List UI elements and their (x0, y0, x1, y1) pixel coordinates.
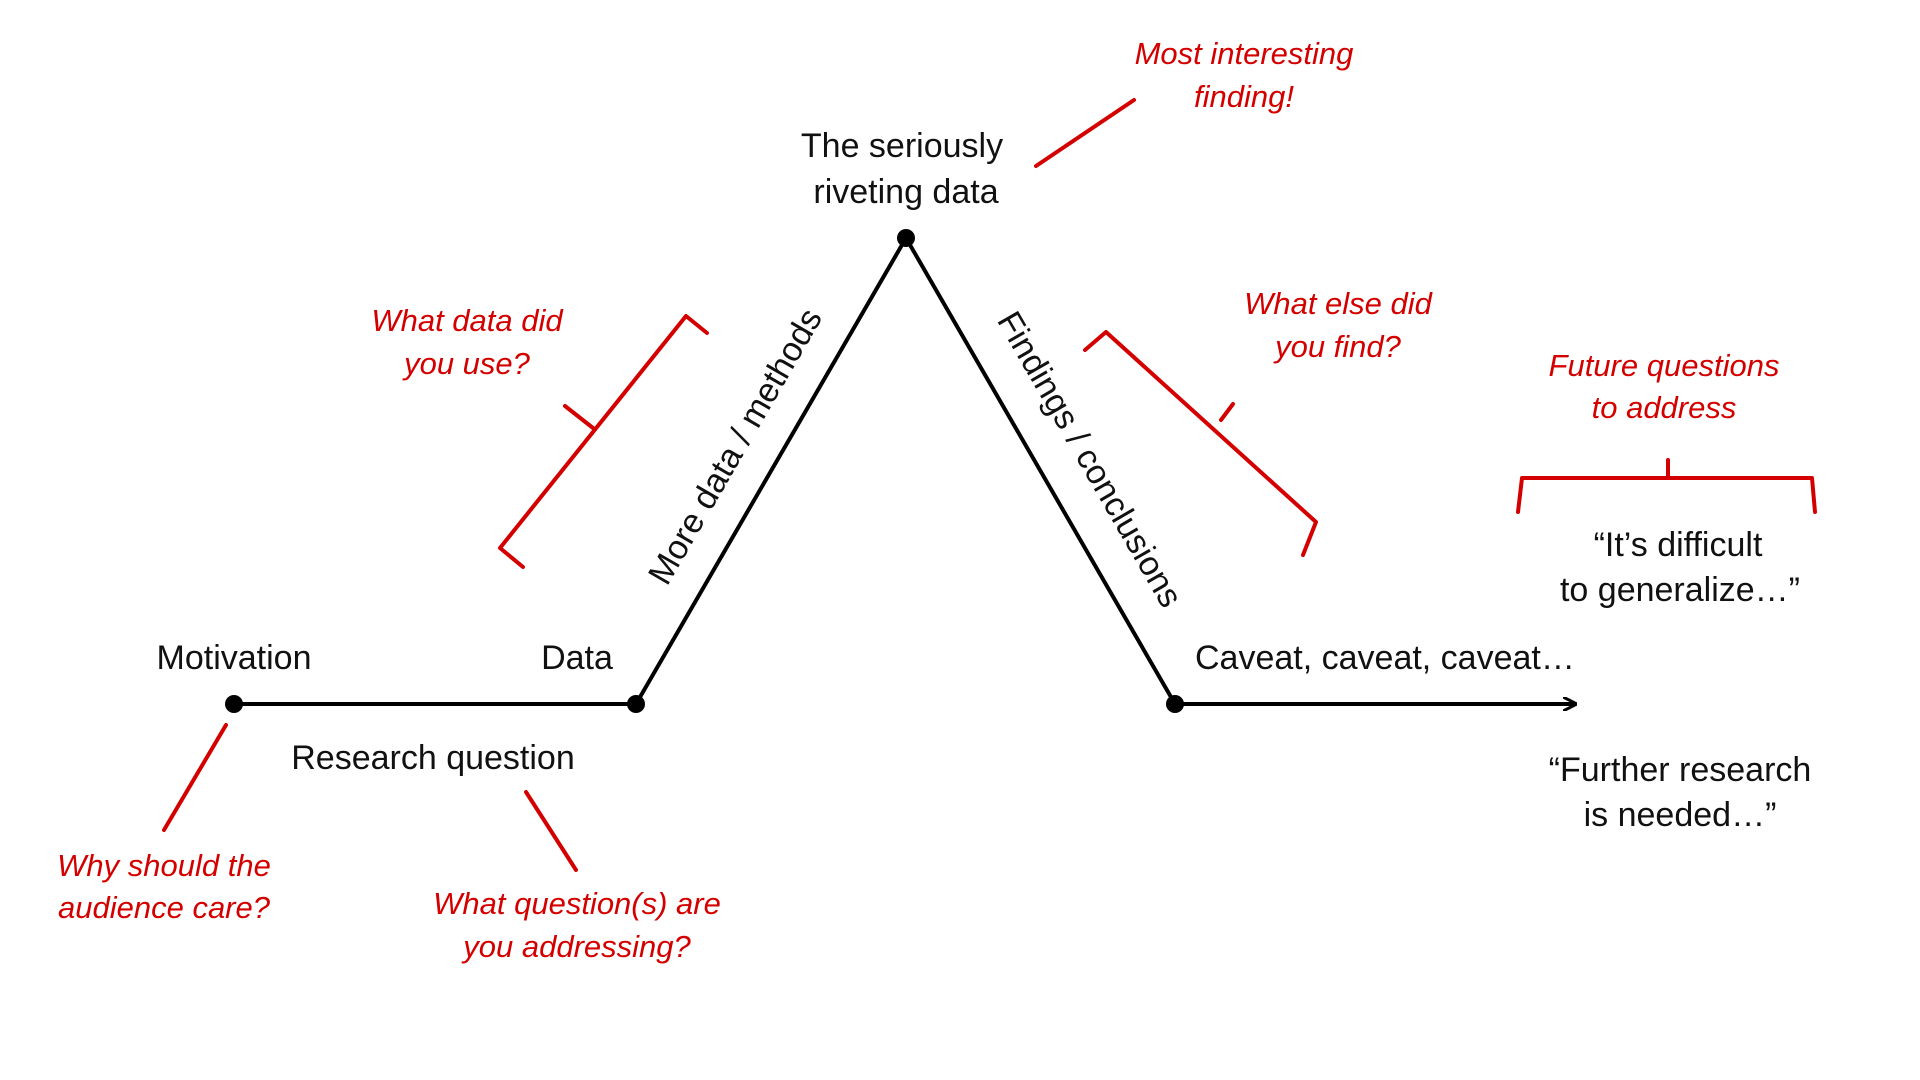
pointer-what-question (524, 790, 578, 872)
annotation-most-interesting-line2: finding! (1194, 79, 1294, 114)
label-research-question: Research question (291, 739, 575, 777)
label-data: Data (541, 639, 613, 677)
label-generalize-line2: to generalize…” (1560, 571, 1800, 609)
story-arc-line (232, 234, 1177, 706)
brace-future (1516, 458, 1817, 514)
label-motivation: Motivation (157, 639, 312, 677)
annotation-future-line2: to address (1592, 390, 1737, 425)
node-caveat (1166, 695, 1184, 713)
annotation-what-data-line2: you use? (402, 346, 531, 381)
label-findings-conclusions: Findings / conclusions (989, 305, 1189, 614)
label-peak-line1: The seriously (801, 127, 1003, 165)
annotation-what-else-line1: What else did (1244, 286, 1434, 321)
pointer-why-care (162, 723, 228, 832)
label-more-data-methods: More data / methods (641, 302, 830, 591)
annotation-future-line1: Future questions (1549, 348, 1780, 383)
node-motivation (225, 695, 243, 713)
node-peak (897, 229, 915, 247)
label-caveat: Caveat, caveat, caveat… (1195, 639, 1575, 677)
node-data (627, 695, 645, 713)
annotation-what-question-line2: you addressing? (461, 929, 691, 964)
annotation-what-else-line2: you find? (1273, 329, 1402, 364)
annotation-what-data-line1: What data did (371, 303, 564, 338)
pointer-most-interesting (1034, 98, 1136, 168)
annotation-why-care-line1: Why should the (57, 848, 271, 883)
label-peak-line2: riveting data (813, 173, 998, 211)
label-further-line1: “Further research (1549, 751, 1812, 789)
annotation-what-question-line1: What question(s) are (433, 886, 721, 921)
label-further-line2: is needed…” (1584, 796, 1777, 834)
annotation-why-care-line2: audience care? (58, 890, 271, 925)
brace-data-methods (498, 314, 709, 569)
brace-findings (1083, 330, 1318, 557)
annotation-most-interesting-line1: Most interesting (1135, 36, 1354, 71)
label-generalize-line1: “It’s difficult (1594, 526, 1763, 564)
